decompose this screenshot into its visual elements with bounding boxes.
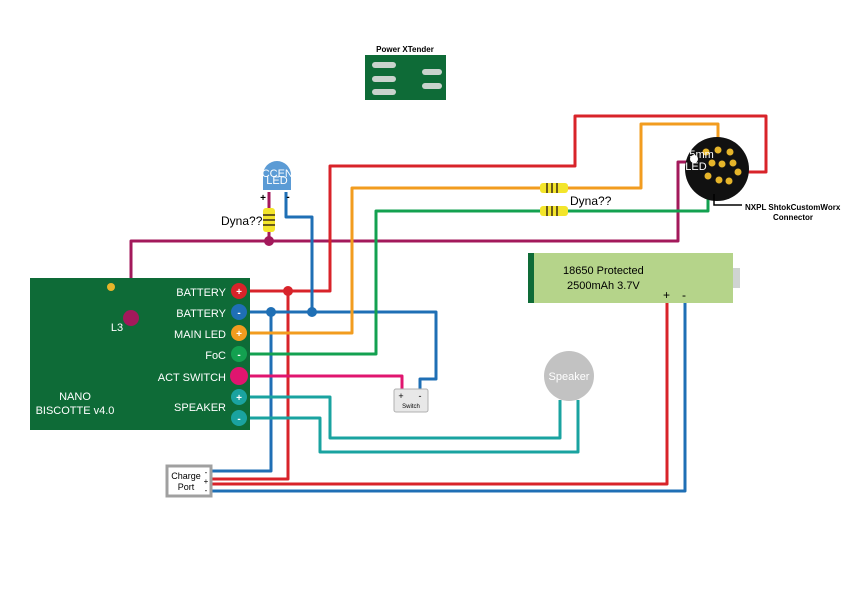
pin-symbol: - [237,414,240,425]
wire-blue-to-charge [212,312,273,473]
wires [129,114,768,493]
accent-led-minus: - [286,192,289,203]
nxpl-connector: © 5mm LED NXPL ShtokCustomWorx Connector [678,137,841,222]
board-pin-battery-minus: BATTERY - [176,304,247,320]
wire-speaker-plus-teal [240,395,562,440]
charge-port-minus: - [205,468,208,477]
charge-port-plus: + [204,477,209,486]
wire-main-led-orange [240,122,720,335]
resistor-label-right: Dyna?? [570,194,612,208]
connector-pin-label-a: © 5mm [678,149,714,161]
battery-line2: 2500mAh 3.7V [567,280,640,292]
battery-negative-cap [528,253,534,303]
board-pin-battery-plus: BATTERY + [176,283,247,299]
wire-led-minus-blue [284,192,314,312]
l3-label: L3 [111,322,123,334]
connector-label-line2: Connector [773,213,813,222]
resistor-main-led [540,183,568,193]
junction-dot [266,307,276,317]
pin-label: BATTERY [176,308,226,320]
junction-dot [264,236,274,246]
resistor-led [263,208,275,232]
pin-label: ACT SWITCH [158,372,226,384]
connector-pin [704,172,712,180]
connector-pin [708,159,716,167]
board-pin-main-led: MAIN LED + [174,325,247,341]
connector-pin [690,155,698,163]
power-xtender-title: Power XTender [376,45,434,54]
speaker-label: Speaker [549,371,590,383]
junction-dot [283,286,293,296]
connector-leader-line [713,194,742,206]
connector-pin-label-b: LED [685,161,706,173]
battery-cell: 18650 Protected 2500mAh 3.7V + - [528,253,740,303]
connector-pin [714,146,722,154]
pin-label: FoC [205,350,226,362]
battery-body [528,253,733,303]
board-name-line2: BISCOTTE v4.0 [36,405,115,417]
switch: + - Switch [393,388,429,413]
switch-label: Switch [402,404,420,410]
accent-led: ACCENT LED + - [254,161,300,204]
battery-terminal [733,268,740,288]
wire-speaker-minus-teal [240,400,580,454]
pin-label: SPEAKER [174,402,226,414]
speaker-body [544,351,594,401]
junctions [264,236,317,317]
charge-port: Charge Port - + - [165,464,213,498]
pin-symbol: + [236,329,242,340]
connector-pin [725,177,733,185]
charge-port-line1: Charge [171,471,201,481]
wire-battery-minus-blue [240,310,438,389]
board-pin-act-switch: ACT SWITCH [158,367,248,385]
pin-symbol: - [237,350,240,361]
wire-cell-minus-blue [212,302,687,493]
power-xtender: Power XTender [365,45,446,100]
accent-led-line2: LED [266,175,287,187]
pin-label: MAIN LED [174,329,226,341]
charge-port-minus2: - [205,486,208,495]
connector-pin [702,148,710,156]
board-pin-foc: FoC - [205,346,247,362]
pin-symbol: - [237,308,240,319]
connector-pin [718,160,726,168]
l3-pad [123,310,139,326]
connector-label-line1: NXPL ShtokCustomWorx [745,203,841,212]
connector-pin [729,159,737,167]
pin-symbol: + [236,393,242,404]
charge-port-body [165,464,213,498]
battery-minus: - [682,288,686,302]
accent-led-plus: + [260,193,266,204]
wire-cell-plus-red [212,302,669,486]
resistor-foc [540,206,568,216]
junction-dot [307,307,317,317]
battery-line1: 18650 Protected [563,265,644,277]
pin-label: BATTERY [176,287,226,299]
charge-port-line2: Port [178,482,195,492]
board-mount-dot [107,283,115,291]
board-pin-speaker-plus: SPEAKER + [174,389,247,414]
pin-symbol: + [236,287,242,298]
connector-pin [734,168,742,176]
accent-led-line1: ACCENT [254,168,300,180]
resistor-label-left: Dyna?? [221,214,263,228]
board-pin-speaker-minus: - [231,410,247,426]
accent-led-body [263,161,291,190]
switch-body [393,388,429,413]
wire-battery-plus-red [240,114,768,293]
connector-pin [726,148,734,156]
connector-pin [715,176,723,184]
switch-plus: + [398,391,403,401]
board-name-line1: NANO [59,391,91,403]
speaker: Speaker [544,351,594,401]
board-body [30,278,250,430]
switch-minus: - [419,391,422,401]
wire-act-switch-pink [240,374,404,389]
nano-biscotte-board: L3 NANO BISCOTTE v4.0 BATTERY + BATTERY … [30,278,250,430]
battery-plus: + [663,288,670,302]
